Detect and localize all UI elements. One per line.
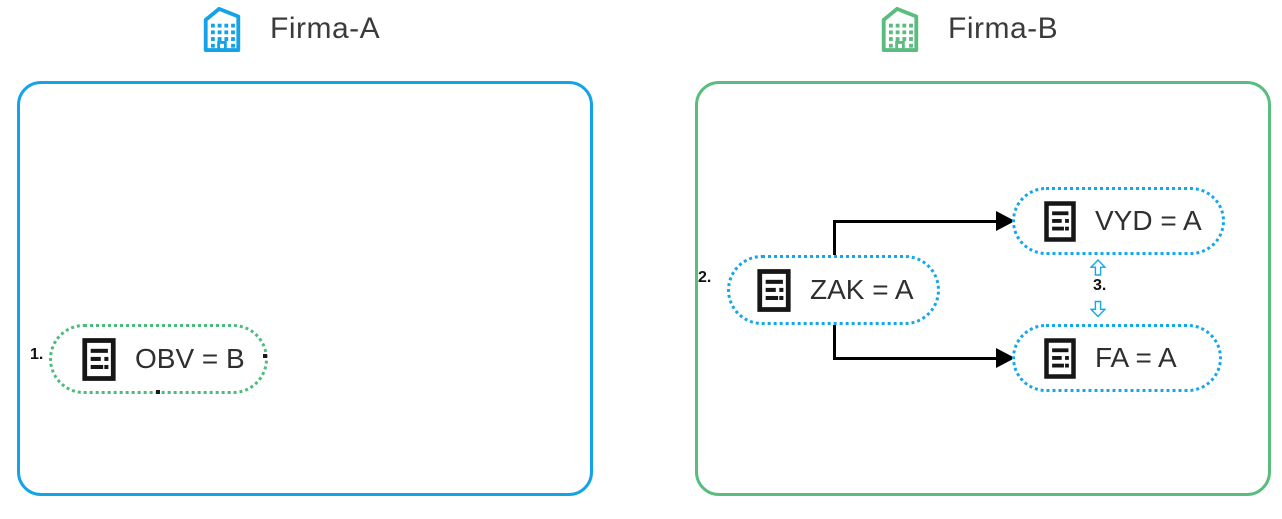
connector-zak-vyd-horizontal (833, 220, 999, 223)
up-white-arrow-icon (1090, 259, 1106, 276)
company-b-title: Firma-B (948, 11, 1059, 45)
building-icon (203, 6, 241, 52)
company-b-header: Firma-B (877, 4, 1058, 53)
arrowhead-to-vyd (996, 211, 1015, 231)
building-icon (881, 6, 919, 52)
document-form-icon (1044, 337, 1076, 379)
step-3-label: 3. (1093, 277, 1107, 294)
company-a-boundary (17, 81, 593, 496)
document-form-icon (1044, 200, 1076, 242)
node-obv: OBV = B (49, 324, 268, 394)
document-form-icon (82, 337, 116, 381)
connector-zak-fa-vertical (833, 323, 836, 360)
step-1-label: 1. (30, 346, 44, 363)
company-a-title: Firma-A (270, 11, 381, 45)
connector-zak-fa-horizontal (833, 357, 999, 360)
down-white-arrow-icon (1090, 300, 1106, 318)
document-form-icon (757, 268, 791, 312)
arrowhead-to-fa (996, 348, 1015, 368)
node-zak: ZAK = A (727, 255, 940, 325)
connector-anchor-dot (263, 354, 267, 358)
node-vyd: VYD = A (1012, 187, 1225, 255)
connector-zak-vyd-vertical (833, 220, 836, 258)
connector-anchor-dot (156, 390, 160, 394)
node-zak-label: ZAK = A (810, 274, 914, 305)
node-vyd-label: VYD = A (1095, 205, 1202, 236)
node-obv-label: OBV = B (135, 343, 245, 374)
node-fa: FA = A (1012, 324, 1222, 392)
node-fa-label: FA = A (1095, 342, 1177, 373)
step-2-label: 2. (698, 269, 712, 286)
company-a-header: Firma-A (199, 4, 380, 53)
